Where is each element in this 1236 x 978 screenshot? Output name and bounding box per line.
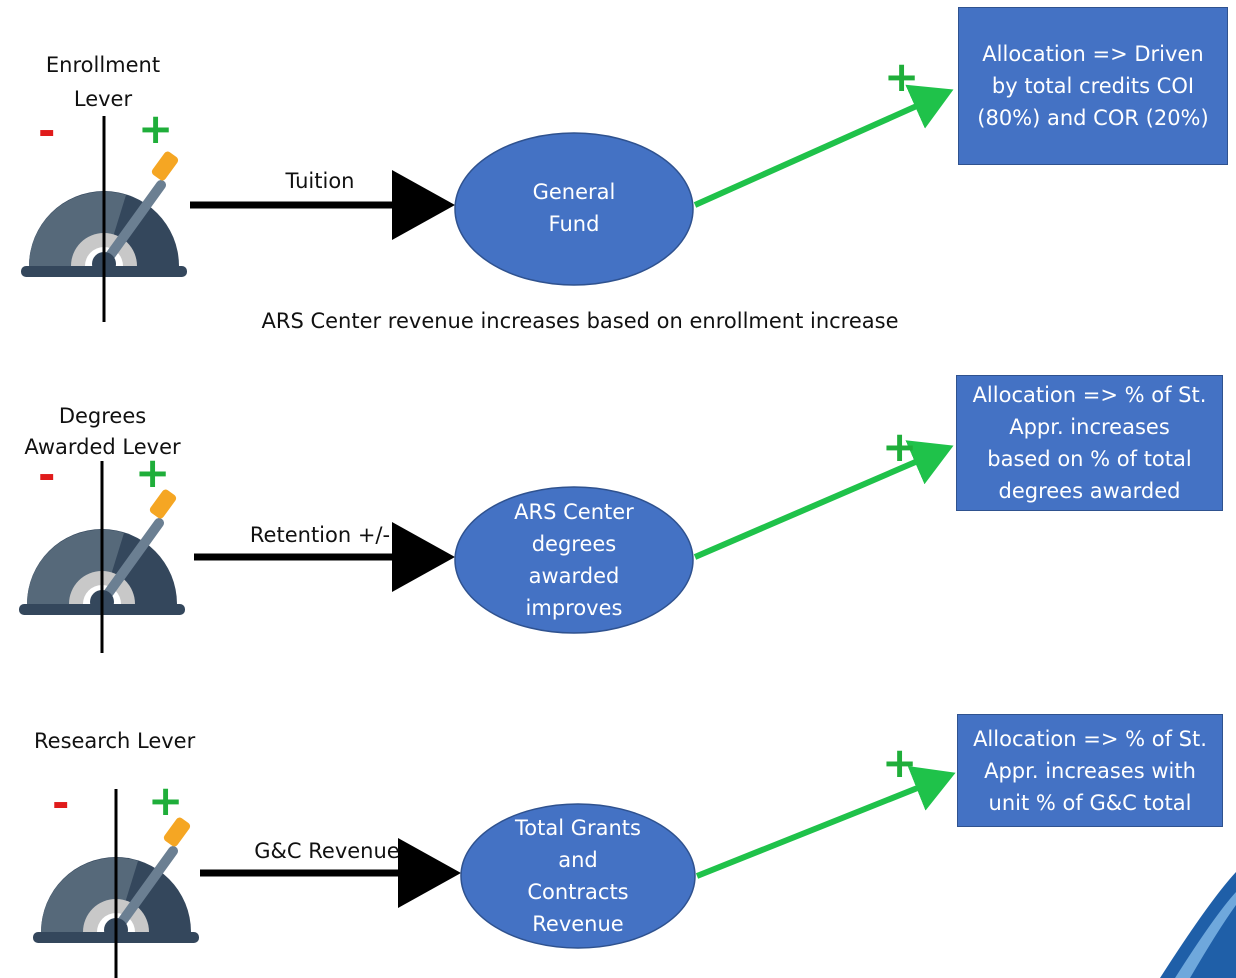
enrollment-note: ARS Center revenue increases based on en… [261, 309, 899, 333]
degrees-awarded-label: ARS Center degrees awarded improves [514, 500, 634, 620]
degrees-lever-label: Degrees Awarded Lever [24, 404, 181, 459]
enrollment-minus-sign: - [38, 106, 56, 155]
enrollment-outcome-plus: + [884, 52, 920, 101]
grants-contracts-node [460, 803, 696, 949]
grants-contracts-label: Total Grants and Contracts Revenue [515, 816, 641, 936]
research-positive-arrow [695, 766, 956, 879]
degrees-positive-arrow [693, 440, 954, 560]
enrollment-lever-label: Enrollment Lever [45, 53, 161, 111]
enrollment-lever-icon [21, 116, 187, 322]
enrollment-allocation-box: Allocation => Driven by total credits CO… [958, 7, 1228, 165]
research-lever-icon [33, 789, 199, 978]
tuition-label: Tuition [285, 169, 355, 193]
research-allocation-box: Allocation => % of St. Appr. increases w… [957, 714, 1223, 827]
research-plus-sign: + [148, 776, 184, 825]
corner-swoosh-highlight [1175, 892, 1236, 978]
degrees-minus-sign: - [38, 450, 56, 499]
enrollment-positive-arrow [693, 84, 954, 208]
degrees-outcome-plus: + [882, 422, 918, 471]
research-lever-label: Research Lever [34, 729, 196, 753]
gc-revenue-label: G&C Revenue [254, 839, 400, 863]
corner-swoosh-decoration [1160, 872, 1236, 978]
degrees-lever-icon [19, 461, 185, 653]
retention-label: Retention +/- [249, 523, 391, 547]
degrees-allocation-box: Allocation => % of St. Appr. increases b… [956, 375, 1223, 511]
general-fund-node [454, 132, 694, 286]
enrollment-plus-sign: + [138, 104, 174, 153]
research-outcome-plus: + [882, 738, 918, 787]
degrees-awarded-node [454, 486, 694, 634]
general-fund-label: General Fund [532, 180, 616, 236]
degrees-plus-sign: + [135, 448, 171, 497]
research-minus-sign: - [52, 778, 70, 827]
